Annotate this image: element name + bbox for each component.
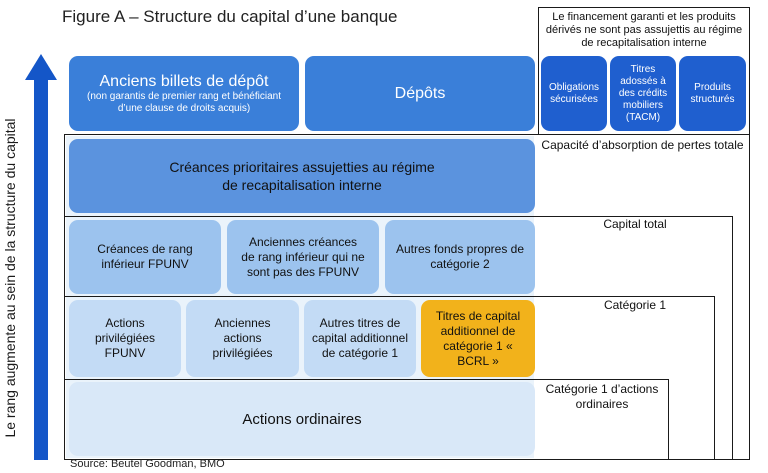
- nvcc-subordinated-box: Créances de rang inférieur FPUNV: [69, 220, 221, 294]
- figure-title: Figure A – Structure du capital d’une ba…: [62, 7, 398, 26]
- nvcc-preferred-box: Actions privilégiées FPUNV: [69, 300, 181, 377]
- nvcc-preferred-label: Actions privilégiées FPUNV: [94, 316, 156, 360]
- legacy-preferred-label: Anciennes actions privilégiées: [212, 316, 273, 360]
- other-tier2-label: Autres fonds propres de catégorie 2: [395, 242, 525, 271]
- nvcc-subordinated-label: Créances de rang inférieur FPUNV: [97, 242, 193, 271]
- deposits-box: Dépôts: [305, 56, 535, 131]
- arrow-label-container: Le rang augmente au sein de la structure…: [0, 95, 20, 460]
- deposits-label: Dépôts: [394, 84, 446, 102]
- cet1-outline: [64, 379, 669, 460]
- other-at1-label: Autres titres de capital additionnel de …: [311, 316, 409, 360]
- legacy-deposit-notes-title: Anciens billets de dépôt: [99, 72, 269, 90]
- source-note: Source: Beutel Goodman, BMO: [70, 458, 225, 470]
- lrcn-at1-box: Titres de capital additionnel de catégor…: [421, 300, 535, 377]
- rank-arrow-shaft: [34, 78, 48, 460]
- other-tier2-box: Autres fonds propres de catégorie 2: [385, 220, 535, 294]
- secured-funding-heading: Le financement garanti et les produits d…: [545, 11, 743, 49]
- other-at1-box: Autres titres de capital additionnel de …: [304, 300, 416, 377]
- arrow-label: Le rang augmente au sein de la structure…: [2, 117, 18, 438]
- legacy-deposit-notes-box: Anciens billets de dépôt (non garantis d…: [69, 56, 299, 131]
- abs-label: Titres adossés à des crédits mobiliers (…: [618, 63, 668, 123]
- cet1-label: Catégorie 1 d’actions ordinaires: [545, 382, 659, 411]
- legacy-subordinated-box: Anciennes créances de rang inférieur qui…: [227, 220, 379, 294]
- lrcn-at1-label: Titres de capital additionnel de catégor…: [435, 308, 521, 368]
- common-shares-box: Actions ordinaires: [69, 382, 535, 456]
- covered-bonds-label: Obligations sécurisées: [548, 81, 600, 105]
- rank-arrow-head: [25, 54, 57, 80]
- tlac-label: Capacité d’absorption de pertes totale: [541, 138, 744, 152]
- legacy-preferred-box: Anciennes actions privilégiées: [186, 300, 299, 377]
- legacy-deposit-notes-sub: (non garantis de premier rang et bénéfic…: [86, 90, 281, 114]
- bail-in-senior-box: Créances prioritaires assujetties au rég…: [69, 139, 535, 213]
- bail-in-senior-label: Créances prioritaires assujetties au rég…: [169, 159, 435, 193]
- total-capital-label: Capital total: [603, 217, 667, 231]
- tier1-label: Catégorie 1: [603, 298, 667, 312]
- structured-products-box: Produits structurés: [679, 56, 746, 131]
- abs-box: Titres adossés à des crédits mobiliers (…: [610, 56, 676, 131]
- structured-products-label: Produits structurés: [690, 81, 735, 105]
- covered-bonds-box: Obligations sécurisées: [541, 56, 607, 131]
- common-shares-label: Actions ordinaires: [242, 410, 362, 428]
- legacy-subordinated-label: Anciennes créances de rang inférieur qui…: [241, 234, 365, 279]
